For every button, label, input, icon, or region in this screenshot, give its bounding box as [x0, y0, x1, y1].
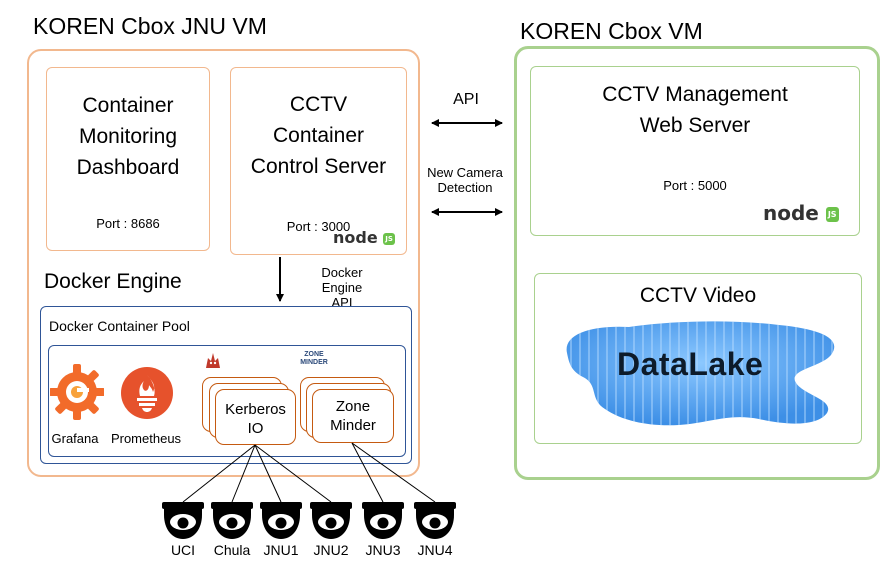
control-server-title-line-3: Control Server	[250, 155, 387, 178]
api-label: API	[453, 91, 479, 108]
monitoring-dashboard-box: Container Monitoring Dashboard Port : 86…	[46, 67, 210, 251]
control-server-box: CCTV Container Control Server Port : 300…	[230, 67, 407, 255]
kerberos-camera-lines	[182, 444, 332, 503]
nodejs-logo-text: node	[763, 201, 819, 225]
prometheus-icon	[120, 366, 174, 420]
web-server-title-line-1: CCTV Management	[602, 83, 788, 106]
nodejs-logo-icon: node JS	[333, 228, 395, 247]
nodejs-badge: JS	[383, 232, 395, 245]
control-server-port: Port : 3000	[286, 219, 351, 234]
nodejs-logo-text: node	[333, 228, 378, 247]
dashboard-port: Port : 8686	[96, 216, 160, 231]
nodejs-logo-icon: node JS	[763, 201, 839, 225]
kerberos-io-container: Kerberos IO	[215, 389, 296, 445]
camera-icon	[414, 502, 456, 539]
web-server-box: CCTV Management Web Server Port : 5000 n…	[530, 66, 860, 236]
new-camera-detection-label: New Camera Detection	[420, 165, 510, 195]
control-server-title-line-1: CCTV	[289, 93, 348, 116]
dashboard-title-line-2: Monitoring	[78, 125, 178, 148]
dashboard-title-line-1: Container	[82, 94, 174, 117]
right-vm-title: KOREN Cbox VM	[520, 18, 703, 44]
left-vm-title: KOREN Cbox JNU VM	[33, 13, 267, 39]
dashboard-title-line-3: Dashboard	[76, 156, 180, 179]
datalake-cloud-icon	[566, 321, 835, 426]
camera-icon	[260, 502, 302, 539]
pool-title: Docker Container Pool	[49, 318, 190, 334]
zoneminder-logo-line-2: MINDER	[300, 359, 328, 366]
camera-label: JNU3	[365, 542, 401, 558]
datalake-label: DataLake	[617, 346, 764, 382]
camera-label: JNU1	[263, 542, 299, 558]
docker-engine-api-line-1: Docker	[321, 265, 363, 280]
zoneminder-logo-line-1: ZONE	[304, 351, 324, 358]
kerberos-line-2: IO	[247, 420, 264, 437]
camera-icon	[211, 502, 253, 539]
kerberos-line-1: Kerberos	[225, 401, 286, 418]
nodejs-badge: JS	[825, 207, 839, 222]
camera-icon	[162, 502, 204, 539]
web-server-title-line-2: Web Server	[639, 114, 751, 137]
camera-label: Chula	[213, 542, 251, 558]
new-camera-line-2: Detection	[437, 180, 493, 195]
grafana-label: Grafana	[51, 431, 99, 446]
zoneminder-line-1: Zone	[335, 398, 371, 415]
control-server-title-line-2: Container	[272, 124, 365, 147]
web-server-port: Port : 5000	[663, 178, 727, 193]
camera-label: UCI	[170, 542, 196, 558]
camera-label: JNU4	[417, 542, 453, 558]
zoneminder-container: Zone Minder	[312, 389, 394, 443]
zoneminder-line-2: Minder	[330, 417, 376, 434]
new-camera-line-1: New Camera	[427, 165, 503, 180]
zoneminder-logo-icon: ZONE MINDER	[300, 351, 328, 371]
camera-icon	[310, 502, 352, 539]
prometheus-label: Prometheus	[110, 431, 182, 446]
docker-engine-title: Docker Engine	[44, 270, 182, 293]
cctv-video-box: CCTV Video DataLake	[534, 273, 862, 444]
camera-icon	[362, 502, 404, 539]
cctv-video-title: CCTV Video	[639, 284, 757, 307]
grafana-icon	[49, 362, 105, 420]
kerberos-logo-icon	[203, 350, 223, 370]
camera-label: JNU2	[313, 542, 349, 558]
zoneminder-camera-lines	[351, 442, 436, 503]
